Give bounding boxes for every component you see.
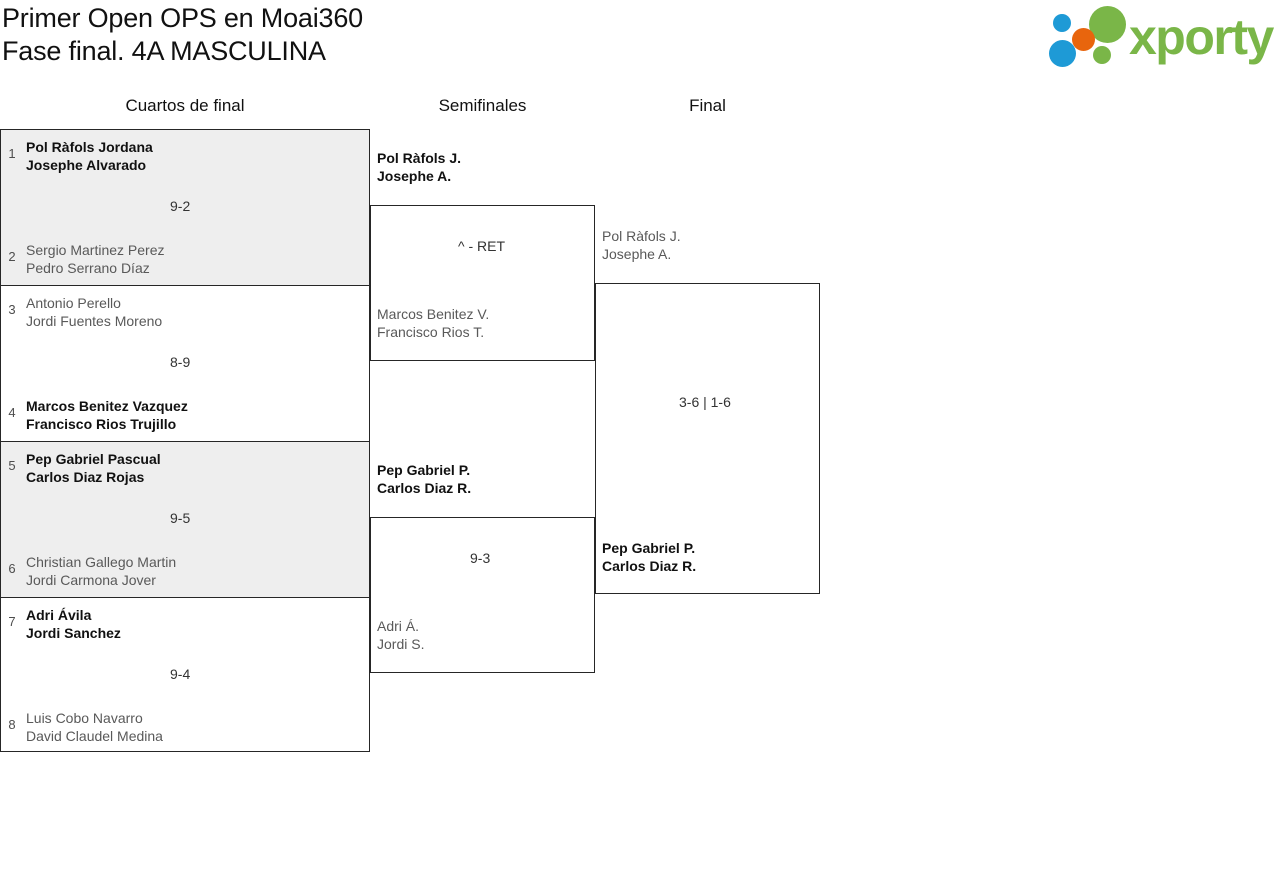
player-name: Josephe A. <box>602 246 672 262</box>
title-line-1: Primer Open OPS en Moai360 <box>2 3 363 33</box>
player-name: Sergio Martinez Perez <box>26 242 165 258</box>
round-header-final: Final <box>689 96 726 115</box>
quarterfinal-2-score: 8-9 <box>170 354 191 370</box>
final-team-top[interactable]: Pol Ràfols J. Josephe A. <box>602 227 681 263</box>
logo-dot-green-small-icon <box>1093 46 1111 64</box>
final-team-bottom-champion[interactable]: Pep Gabriel P. Carlos Diaz R. <box>602 539 696 575</box>
xporty-logo[interactable]: xporty <box>1049 6 1277 68</box>
quarterfinal-1-score: 9-2 <box>170 198 191 214</box>
player-name: Pol Ràfols J. <box>602 228 681 244</box>
player-name: Adri Ávila <box>26 607 92 623</box>
seed-number: 5 <box>8 458 16 473</box>
seed-number: 3 <box>8 302 16 317</box>
quarterfinal-match-2[interactable] <box>0 285 370 441</box>
semifinal-1-team-top[interactable]: Pol Ràfols J. Josephe A. <box>377 149 461 185</box>
player-name: Pep Gabriel P. <box>602 540 696 556</box>
logo-dot-blue-large-icon <box>1049 40 1076 67</box>
quarterfinal-4-team-bottom[interactable]: Luis Cobo Navarro David Claudel Medina <box>26 709 163 745</box>
logo-dot-green-large-icon <box>1089 6 1126 43</box>
semifinal-match-2[interactable] <box>370 517 595 673</box>
logo-dot-orange-icon <box>1072 28 1095 51</box>
semifinal-2-team-top[interactable]: Pep Gabriel P. Carlos Diaz R. <box>377 461 471 497</box>
player-name: Francisco Rios Trujillo <box>26 416 177 432</box>
player-name: Jordi Carmona Jover <box>26 572 156 588</box>
final-match[interactable] <box>595 283 820 594</box>
player-name: Carlos Diaz R. <box>377 480 472 496</box>
player-name: Marcos Benitez V. <box>377 306 490 322</box>
player-name: Carlos Diaz Rojas <box>26 469 145 485</box>
page-header: Primer Open OPS en Moai360 Fase final. 4… <box>0 0 1280 80</box>
quarterfinal-2-team-bottom[interactable]: Marcos Benitez Vazquez Francisco Rios Tr… <box>26 397 188 433</box>
logo-dot-blue-small-icon <box>1053 14 1071 32</box>
player-name: Jordi Fuentes Moreno <box>26 313 163 329</box>
player-name: Pep Gabriel P. <box>377 462 471 478</box>
quarterfinal-1-team-top[interactable]: Pol Ràfols Jordana Josephe Alvarado <box>26 138 153 174</box>
semifinal-match-1[interactable] <box>370 205 595 361</box>
quarterfinal-3-score: 9-5 <box>170 510 191 526</box>
quarterfinal-3-team-top[interactable]: Pep Gabriel Pascual Carlos Diaz Rojas <box>26 450 161 486</box>
player-name: Luis Cobo Navarro <box>26 710 143 726</box>
player-name: Christian Gallego Martin <box>26 554 177 570</box>
player-name: Francisco Rios T. <box>377 324 485 340</box>
semifinal-2-team-bottom[interactable]: Adri Á. Jordi S. <box>377 617 424 653</box>
player-name: Pol Ràfols J. <box>377 150 462 166</box>
player-name: Josephe A. <box>377 168 452 184</box>
quarterfinal-4-team-top[interactable]: Adri Ávila Jordi Sanchez <box>26 606 121 642</box>
seed-number: 7 <box>8 614 16 629</box>
player-name: Jordi S. <box>377 636 425 652</box>
quarterfinal-3-team-bottom[interactable]: Christian Gallego Martin Jordi Carmona J… <box>26 553 176 589</box>
tournament-title: Primer Open OPS en Moai360 Fase final. 4… <box>2 2 363 68</box>
final-score: 3-6 | 1-6 <box>679 394 731 410</box>
quarterfinal-match-1[interactable] <box>0 129 370 285</box>
quarterfinal-4-score: 9-4 <box>170 666 191 682</box>
player-name: Pedro Serrano Díaz <box>26 260 150 276</box>
player-name: Adri Á. <box>377 618 420 634</box>
semifinal-1-score: ^ - RET <box>458 238 506 254</box>
player-name: David Claudel Medina <box>26 728 163 744</box>
player-name: Marcos Benitez Vazquez <box>26 398 188 414</box>
seed-number: 8 <box>8 717 16 732</box>
player-name: Pep Gabriel Pascual <box>26 451 161 467</box>
logo-dots-icon <box>1049 6 1141 68</box>
player-name: Antonio Perello <box>26 295 121 311</box>
player-name: Carlos Diaz R. <box>602 558 697 574</box>
seed-number: 6 <box>8 561 16 576</box>
round-header-quarterfinals: Cuartos de final <box>125 96 245 115</box>
player-name: Jordi Sanchez <box>26 625 121 641</box>
quarterfinal-match-3[interactable] <box>0 441 370 597</box>
logo-wordmark: xporty <box>1129 9 1274 65</box>
semifinal-1-team-bottom[interactable]: Marcos Benitez V. Francisco Rios T. <box>377 305 489 341</box>
seed-number: 4 <box>8 405 16 420</box>
round-header-semifinals: Semifinales <box>438 96 527 115</box>
player-name: Pol Ràfols Jordana <box>26 139 153 155</box>
quarterfinal-2-team-top[interactable]: Antonio Perello Jordi Fuentes Moreno <box>26 294 162 330</box>
quarterfinal-match-4[interactable] <box>0 597 370 752</box>
title-line-2: Fase final. 4A MASCULINA <box>2 36 326 66</box>
semifinal-2-score: 9-3 <box>470 550 491 566</box>
seed-number: 2 <box>8 249 16 264</box>
seed-number: 1 <box>8 146 16 161</box>
player-name: Josephe Alvarado <box>26 157 147 173</box>
quarterfinal-1-team-bottom[interactable]: Sergio Martinez Perez Pedro Serrano Díaz <box>26 241 165 277</box>
